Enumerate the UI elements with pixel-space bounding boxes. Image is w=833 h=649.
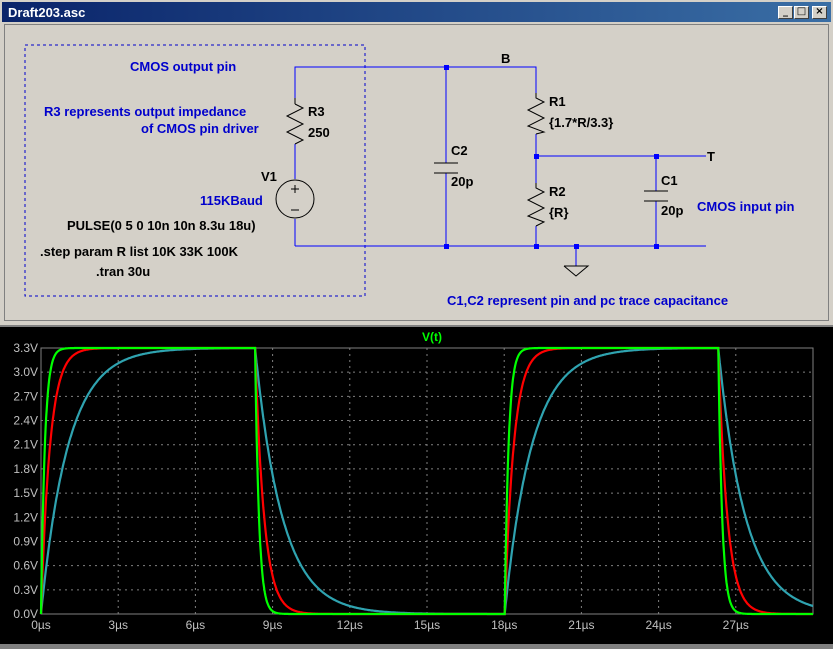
- r1-value: {1.7*R/3.3}: [549, 115, 613, 130]
- x-tick-label: 6µs: [186, 618, 206, 632]
- r2-value: {R}: [549, 205, 569, 220]
- junctions: [444, 65, 659, 249]
- r1-name: R1: [549, 94, 566, 109]
- y-tick-label: 2.4V: [13, 414, 38, 428]
- r3-resistor[interactable]: [285, 98, 305, 145]
- v1-baud-label: 115KBaud: [200, 193, 263, 208]
- schematic-canvas[interactable]: B T R3 250 R1 {1.7*R/3.3} R2 {R} C2 20p …: [4, 24, 829, 321]
- y-tick-label: 0.6V: [13, 559, 38, 573]
- net-label-t: T: [707, 149, 715, 164]
- waveform-chart[interactable]: 3.3V 3.0V 2.7V 2.4V 2.1V 1.8V 1.5V 1.2V 0.9V 0.6V…: [0, 327, 833, 644]
- c2-capacitor[interactable]: [434, 162, 458, 174]
- waveform-plot-window[interactable]: 3.3V 3.0V 2.7V 2.4V 2.1V 1.8V 1.5V 1.2V 0.9V 0.6V…: [0, 327, 833, 644]
- r1-resistor[interactable]: [526, 93, 546, 135]
- r2-name: R2: [549, 184, 566, 199]
- r2-resistor[interactable]: [526, 183, 546, 227]
- y-tick-label: 1.5V: [13, 486, 38, 500]
- v1-pulse-spec: PULSE(0 5 0 10n 10n 8.3u 18u): [67, 218, 256, 233]
- net-label-b: B: [501, 51, 510, 66]
- tran-directive: .tran 30u: [96, 264, 150, 279]
- y-tick-label: 1.2V: [13, 510, 38, 524]
- y-tick-label: 0.3V: [13, 583, 38, 597]
- schematic-window: Draft203.asc _ □ ×: [0, 0, 833, 325]
- c1-value: 20p: [661, 203, 683, 218]
- c1-capacitor[interactable]: [644, 190, 668, 202]
- c1-name: C1: [661, 173, 678, 188]
- v1-name: V1: [261, 169, 277, 184]
- y-tick-label: 2.7V: [13, 389, 38, 403]
- x-tick-label: 12µs: [337, 618, 363, 632]
- y-tick-label: 2.1V: [13, 438, 38, 452]
- v1-source[interactable]: [275, 179, 315, 219]
- x-tick-label: 21µs: [568, 618, 594, 632]
- maximize-button[interactable]: □: [794, 6, 809, 19]
- minimize-button[interactable]: _: [778, 6, 793, 19]
- comment-cmos-input: CMOS input pin: [697, 199, 795, 214]
- comment-capacitance: C1,C2 represent pin and pc trace capacit…: [447, 293, 728, 308]
- c2-name: C2: [451, 143, 468, 158]
- y-tick-label: 0.9V: [13, 534, 38, 548]
- comment-r3-line2: of CMOS pin driver: [141, 121, 259, 136]
- comment-cmos-output: CMOS output pin: [130, 59, 236, 74]
- window-title: Draft203.asc: [8, 5, 86, 20]
- x-tick-label: 9µs: [263, 618, 283, 632]
- x-tick-label: 0µs: [31, 618, 51, 632]
- comment-box: [24, 44, 366, 297]
- series-line: [39, 346, 813, 616]
- ground-icon: [563, 265, 590, 277]
- r3-name: R3: [308, 104, 325, 119]
- schematic-drawing: B T R3 250 R1 {1.7*R/3.3} R2 {R} C2 20p …: [24, 44, 795, 308]
- x-tick-label: 18µs: [491, 618, 517, 632]
- chart-title: V(t): [422, 330, 442, 344]
- title-bar[interactable]: Draft203.asc _ □ ×: [2, 2, 831, 22]
- wires: [294, 66, 706, 266]
- x-tick-label: 24µs: [645, 618, 671, 632]
- y-tick-label: 1.8V: [13, 462, 38, 476]
- c2-value: 20p: [451, 174, 473, 189]
- close-button[interactable]: ×: [812, 6, 827, 19]
- comment-r3-line1: R3 represents output impedance: [44, 104, 246, 119]
- y-tick-label: 3.3V: [13, 341, 38, 355]
- x-tick-label: 27µs: [723, 618, 749, 632]
- x-tick-label: 3µs: [108, 618, 128, 632]
- step-directive: .step param R list 10K 33K 100K: [40, 244, 239, 259]
- x-tick-label: 15µs: [414, 618, 440, 632]
- r3-value: 250: [308, 125, 330, 140]
- y-tick-label: 3.0V: [13, 365, 38, 379]
- y-tick-label: 0.0V: [13, 607, 38, 621]
